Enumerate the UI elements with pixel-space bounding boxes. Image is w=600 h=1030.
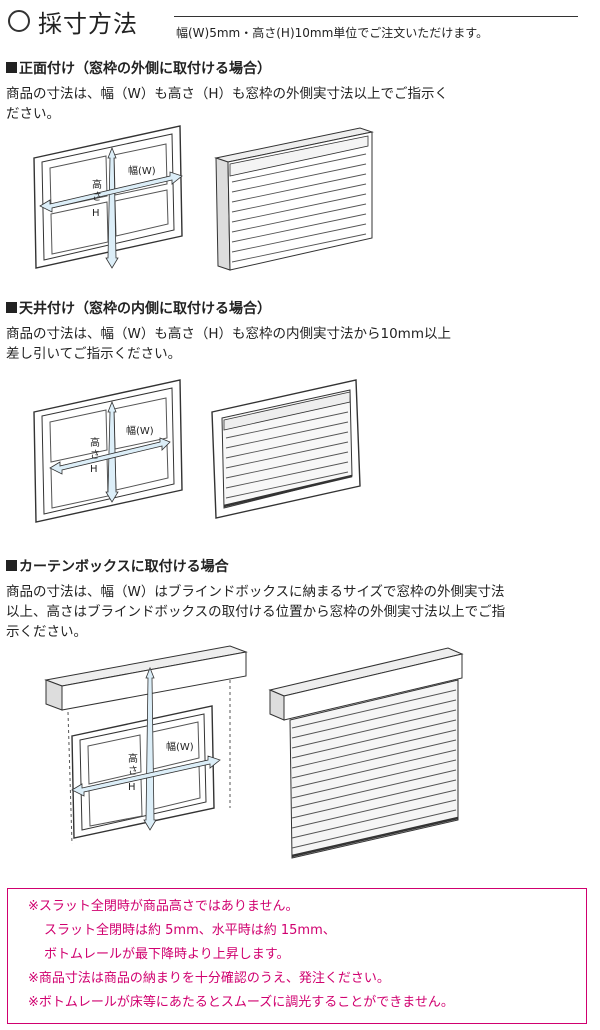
blind-in-curtain-box xyxy=(268,647,464,859)
window-frame-outer xyxy=(33,379,183,523)
page-title: 採寸方法 xyxy=(38,10,138,38)
height-arrow xyxy=(105,146,119,269)
note-line: ※商品寸法は商品の納まりを十分確認のうえ、発注ください。 xyxy=(28,971,390,986)
body-line: 示ください。 xyxy=(6,624,87,640)
height-label-1: 高 xyxy=(128,752,138,765)
blind-front-mount xyxy=(214,127,374,271)
body-line: 以上、高さはブラインドボックスの取付ける位置から窓枠の外側実寸法以上でご指 xyxy=(6,604,506,620)
section-heading-front: 正面付け（窓枠の外側に取付ける場合） xyxy=(6,58,271,78)
note-line: スラット全閉時は約 5mm、水平時は約 15mm、 xyxy=(44,923,336,938)
section-heading-curtain-box: カーテンボックスに取付ける場合 xyxy=(6,556,229,576)
window-frame-outer xyxy=(33,125,183,269)
width-arrow xyxy=(71,755,221,797)
section-heading-text: 正面付け（窓枠の外側に取付ける場合） xyxy=(19,61,271,77)
height-label-3: H xyxy=(90,464,98,475)
width-arrow xyxy=(39,171,183,213)
curtain-box-diagram: 幅(W) 高 さ H xyxy=(44,645,464,859)
front-mount-diagram: 幅(W) 高 さ H xyxy=(33,125,374,271)
square-bullet-icon xyxy=(6,62,17,73)
section-heading-text: 天井付け（窓枠の内側に取付ける場合） xyxy=(19,301,271,317)
ceiling-mount-diagram: 幅(W) 高 さ H xyxy=(33,379,361,523)
note-line: ※スラット全閉時が商品高さではありません。 xyxy=(28,899,299,914)
height-label-2: さ xyxy=(128,765,138,777)
body-line: ださい。 xyxy=(6,106,60,122)
height-label-2: さ xyxy=(90,449,100,461)
square-bullet-icon xyxy=(6,560,17,571)
notes-box: ※スラット全閉時が商品高さではありません。 スラット全閉時は約 5mm、水平時は… xyxy=(7,888,587,1024)
section-body-front: 商品の寸法は、幅（W）も高さ（H）も窓枠の外側実寸法以上でご指示く ださい。 xyxy=(6,84,586,124)
section-body-ceiling: 商品の寸法は、幅（W）も高さ（H）も窓枠の内側実寸法から10mm以上 差し引いて… xyxy=(6,324,586,364)
title-circle-icon xyxy=(8,10,30,32)
curtain-box xyxy=(44,645,248,711)
page-header: 採寸方法 幅(W)5mm・高さ(H)10mm単位でご注文いただけます。 xyxy=(6,4,596,40)
height-label-1: 高 xyxy=(90,436,100,449)
window-frame-outer xyxy=(71,705,215,839)
body-line: 商品の寸法は、幅（W）も高さ（H）も窓枠の外側実寸法以上でご指示く xyxy=(6,86,448,102)
body-line: 商品の寸法は、幅（W）はブラインドボックスに納まるサイズで窓枠の外側実寸法 xyxy=(6,584,505,600)
section-heading-ceiling: 天井付け（窓枠の内側に取付ける場合） xyxy=(6,298,271,318)
unit-note: 幅(W)5mm・高さ(H)10mm単位でご注文いただけます。 xyxy=(176,26,489,40)
height-label-1: 高 xyxy=(92,178,102,191)
note-line: ボトムレールが最下降時より上昇します。 xyxy=(44,947,290,962)
width-label: 幅(W) xyxy=(128,164,156,177)
height-label-2: さ xyxy=(92,191,102,203)
mount-guide-lines xyxy=(67,680,231,845)
section-body-curtain-box: 商品の寸法は、幅（W）はブラインドボックスに納まるサイズで窓枠の外側実寸法 以上… xyxy=(6,582,586,642)
title-rule xyxy=(174,16,578,17)
height-label-3: H xyxy=(92,208,100,219)
width-arrow xyxy=(49,437,171,475)
section-heading-text: カーテンボックスに取付ける場合 xyxy=(19,559,229,575)
width-label: 幅(W) xyxy=(166,740,194,753)
note-line: ※ボトムレールが床等にあたるとスムーズに調光することができません。 xyxy=(28,995,454,1010)
blind-inside-mount xyxy=(211,379,361,519)
body-line: 商品の寸法は、幅（W）も高さ（H）も窓枠の内側実寸法から10mm以上 xyxy=(6,326,451,342)
square-bullet-icon xyxy=(6,302,17,313)
body-line: 差し引いてご指示ください。 xyxy=(6,346,182,362)
height-arrow xyxy=(105,400,119,503)
height-label-3: H xyxy=(128,782,136,793)
height-arrow xyxy=(143,666,157,831)
width-label: 幅(W) xyxy=(126,424,154,437)
